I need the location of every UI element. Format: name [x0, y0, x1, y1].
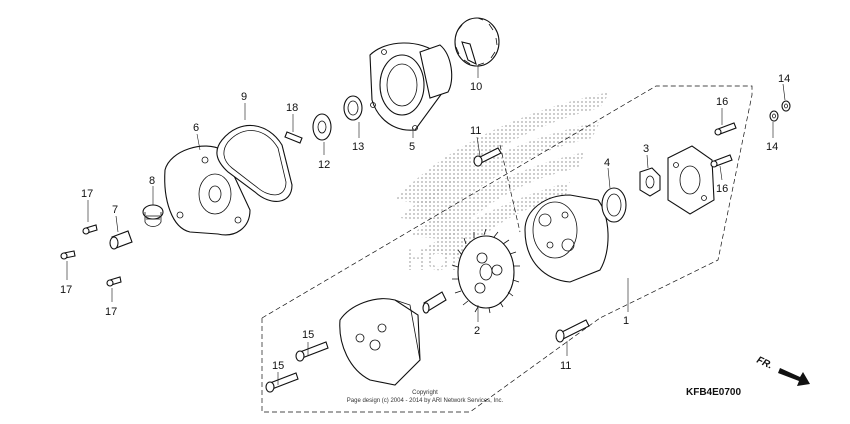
part-3-inner-rotor	[639, 167, 661, 197]
part-14-nut-b	[769, 110, 779, 122]
part-17-bolt-c	[106, 276, 122, 287]
part-14-nut-a	[781, 100, 791, 112]
label-9: 9	[241, 91, 247, 103]
label-17-b: 17	[60, 284, 72, 296]
label-18: 18	[286, 102, 298, 114]
part-15-bolt-a	[295, 341, 329, 362]
part-16-bolt-a	[714, 122, 737, 136]
copyright-line-2: Page design (c) 2004 - 2014 by ARI Netwo…	[347, 398, 504, 404]
label-16-bottom: 16	[716, 183, 728, 195]
leader-lines	[66, 66, 786, 385]
label-4: 4	[604, 157, 610, 169]
label-10: 10	[470, 81, 482, 93]
part-13-washer	[343, 95, 363, 121]
part-5-housing	[369, 42, 453, 131]
diagram-code: KFB4E0700	[686, 387, 741, 398]
part-15-bolt-b	[265, 372, 299, 393]
front-direction-arrow-icon: FR.	[755, 355, 810, 386]
lower-pump-housing	[339, 298, 421, 386]
front-direction-label: FR.	[755, 355, 774, 372]
label-2: 2	[474, 325, 480, 337]
reference-numbers: 1 2 3 4 5 6 7 8 9 10 11 11 12 13 14 14 1…	[60, 73, 790, 372]
label-15-b: 15	[272, 360, 284, 372]
label-14-bottom: 14	[766, 141, 778, 153]
part-1-pump-body	[524, 194, 609, 283]
part-8-relief-valve	[142, 204, 164, 227]
label-5: 5	[409, 141, 415, 153]
label-6: 6	[193, 122, 199, 134]
label-16-top: 16	[716, 96, 728, 108]
part-16-bolt-b	[710, 154, 733, 168]
part-4-outer-rotor	[601, 187, 627, 223]
copyright-line-1: Copyright	[412, 390, 438, 396]
label-17-a: 17	[81, 188, 93, 200]
pump-plate-right	[667, 145, 715, 215]
part-17-bolt-a	[82, 224, 98, 235]
label-11-upper: 11	[470, 125, 481, 137]
part-9-gasket	[216, 125, 293, 202]
label-17-c: 17	[105, 306, 117, 318]
label-14-top: 14	[778, 73, 790, 85]
part-2-sprocket	[451, 228, 520, 314]
part-18-pin	[284, 131, 303, 144]
label-1: 1	[623, 315, 629, 327]
dowel-pin-center	[422, 291, 447, 314]
label-11-lower: 11	[560, 360, 571, 372]
part-7-dowel	[109, 230, 133, 250]
label-3: 3	[643, 143, 649, 155]
assembly-outline-upper	[261, 85, 753, 319]
part-10-drive-gear	[454, 17, 500, 67]
label-12: 12	[318, 159, 330, 171]
part-12-seal	[312, 113, 332, 141]
label-15-a: 15	[302, 329, 314, 341]
label-13: 13	[352, 141, 364, 153]
label-7: 7	[112, 204, 118, 216]
part-11-bolt-upper	[473, 147, 502, 167]
assembly-link-line	[499, 144, 521, 233]
part-17-bolt-b	[60, 250, 76, 260]
label-8: 8	[149, 175, 155, 187]
part-11-bolt-lower	[555, 319, 590, 343]
